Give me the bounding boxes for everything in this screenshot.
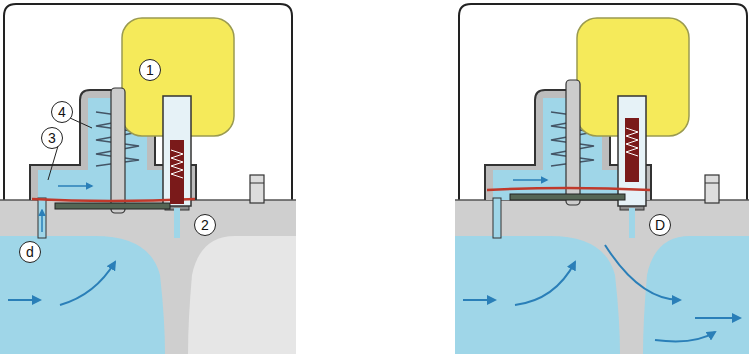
callout-number: 2 xyxy=(194,214,216,236)
valve-stem xyxy=(566,80,580,205)
flow-arrow xyxy=(58,185,92,187)
callout-number: 1 xyxy=(139,59,161,81)
diaphragm xyxy=(487,188,650,190)
valve-disc xyxy=(55,203,170,209)
valve-body xyxy=(455,4,749,354)
outlet-chamber xyxy=(188,236,296,354)
valve-body xyxy=(0,4,296,354)
flow-arrow xyxy=(513,179,547,181)
valve-stem xyxy=(111,88,125,213)
closed-state xyxy=(0,4,296,354)
callout-number: D xyxy=(649,214,671,236)
flow-arrow xyxy=(695,317,740,319)
plunger-spring xyxy=(171,150,183,178)
callout-number: 3 xyxy=(41,127,63,149)
open-state xyxy=(455,4,749,354)
callout-number: 4 xyxy=(51,101,73,123)
flow-arrow xyxy=(8,299,40,301)
plunger-spring xyxy=(626,128,638,156)
flow-arrow xyxy=(463,299,495,301)
plunger xyxy=(170,140,184,204)
flow-arrow xyxy=(41,210,43,232)
flow-arrow xyxy=(655,332,715,341)
plunger xyxy=(625,118,639,182)
callout-number: d xyxy=(19,241,41,263)
flow-arrow xyxy=(605,245,680,300)
flow-arrow xyxy=(60,262,115,305)
leader-line xyxy=(70,118,92,128)
valve-disc xyxy=(510,194,625,200)
flow-arrow xyxy=(515,262,575,305)
leader-line xyxy=(48,146,58,180)
